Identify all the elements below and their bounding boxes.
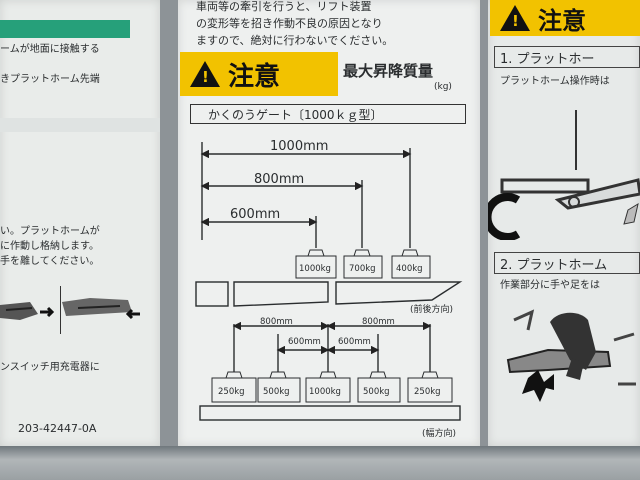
weight-250-left-label: 250kg — [218, 387, 245, 397]
dim-800-right-label: 800mm — [362, 317, 395, 327]
caution-banner: ! 注意 — [490, 0, 640, 36]
caution-label: 注意 — [538, 6, 586, 35]
step2-heading: 2. プラットホーム — [500, 258, 608, 273]
left-text-line: に作動し格納します。 — [0, 241, 99, 252]
weight-block-front-1000 — [295, 249, 337, 279]
left-text-line: きプラットホーム先端 — [0, 74, 100, 85]
tailgate-arm-illustration — [488, 110, 640, 240]
left-text-line: ームが地面に接触する — [0, 44, 100, 55]
warning-text-line: ますので、絶対に行わないでください。 — [196, 34, 394, 47]
caution-label: 注意 — [228, 61, 281, 92]
green-header-strip — [0, 20, 130, 38]
platform-fold-illustration — [0, 286, 140, 334]
load-diagram: 1000mm 800mm 600mm 1000kg 700kg 400kg (前… — [195, 139, 463, 439]
front-rear-direction-label: (前後方向) — [410, 303, 453, 315]
width-direction-label: (幅方向) — [422, 427, 456, 439]
left-label-panel: ームが地面に接触する きプラットホーム先端 い。プラットホームが に作動し格納し… — [0, 0, 160, 446]
warning-text-line: の変形等を招き作動不良の原因となり — [196, 17, 383, 30]
weight-block-front-400 — [391, 249, 431, 279]
left-text-line: い。プラットホームが — [0, 226, 100, 237]
fold-crease — [0, 118, 160, 132]
left-text-line: 手を離してください。 — [0, 256, 100, 267]
warning-text-line: 車両等の牽引を行うと、リフト装置 — [196, 0, 372, 13]
max-load-title: 最大昇降質量 — [343, 62, 434, 80]
caution-banner: ! 注意 — [180, 52, 338, 96]
center-label-panel: 車両等の牽引を行うと、リフト装置 の変形等を招き作動不良の原因となり ますので、… — [178, 0, 480, 446]
step2-text: 作業部分に手や足をは — [500, 280, 600, 291]
dim-600-label: 600mm — [230, 207, 280, 222]
dim-800-label: 800mm — [254, 172, 304, 187]
hand-pinch-warning-illustration — [506, 309, 636, 402]
max-load-unit: (kg) — [434, 82, 452, 92]
weight-1000-center-label: 1000kg — [309, 387, 341, 397]
dim-1000-label: 1000mm — [270, 139, 328, 154]
warning-triangle-icon: ! — [500, 5, 530, 31]
weight-500-left-label: 500kg — [263, 387, 290, 397]
dim-600-left-label: 600mm — [288, 337, 321, 347]
weight-500-right-label: 500kg — [363, 387, 390, 397]
weight-700-label: 700kg — [349, 264, 376, 274]
weight-400-label: 400kg — [396, 264, 423, 274]
weight-block-front-700 — [343, 249, 383, 279]
right-label-panel: ! 注意 1. プラットホー プラットホーム操作時は 2. プラットホーム 作業… — [488, 0, 640, 446]
model-label: かくのうゲート〔1000ｋｇ型〕 — [208, 108, 383, 122]
step1-text: プラットホーム操作時は — [500, 76, 610, 87]
dim-600-right-label: 600mm — [338, 337, 371, 347]
warning-triangle-icon: ! — [190, 61, 220, 87]
weight-1000-label: 1000kg — [299, 264, 331, 274]
metal-bottom-strip — [0, 446, 640, 480]
model-label-box — [190, 104, 466, 124]
part-number: 203-42447-0A — [18, 422, 97, 435]
step1-heading: 1. プラットホー — [500, 52, 595, 67]
dim-800-left-label: 800mm — [260, 317, 293, 327]
left-text-line: ンスイッチ用充電器に — [0, 362, 100, 373]
weight-250-right-label: 250kg — [414, 387, 441, 397]
